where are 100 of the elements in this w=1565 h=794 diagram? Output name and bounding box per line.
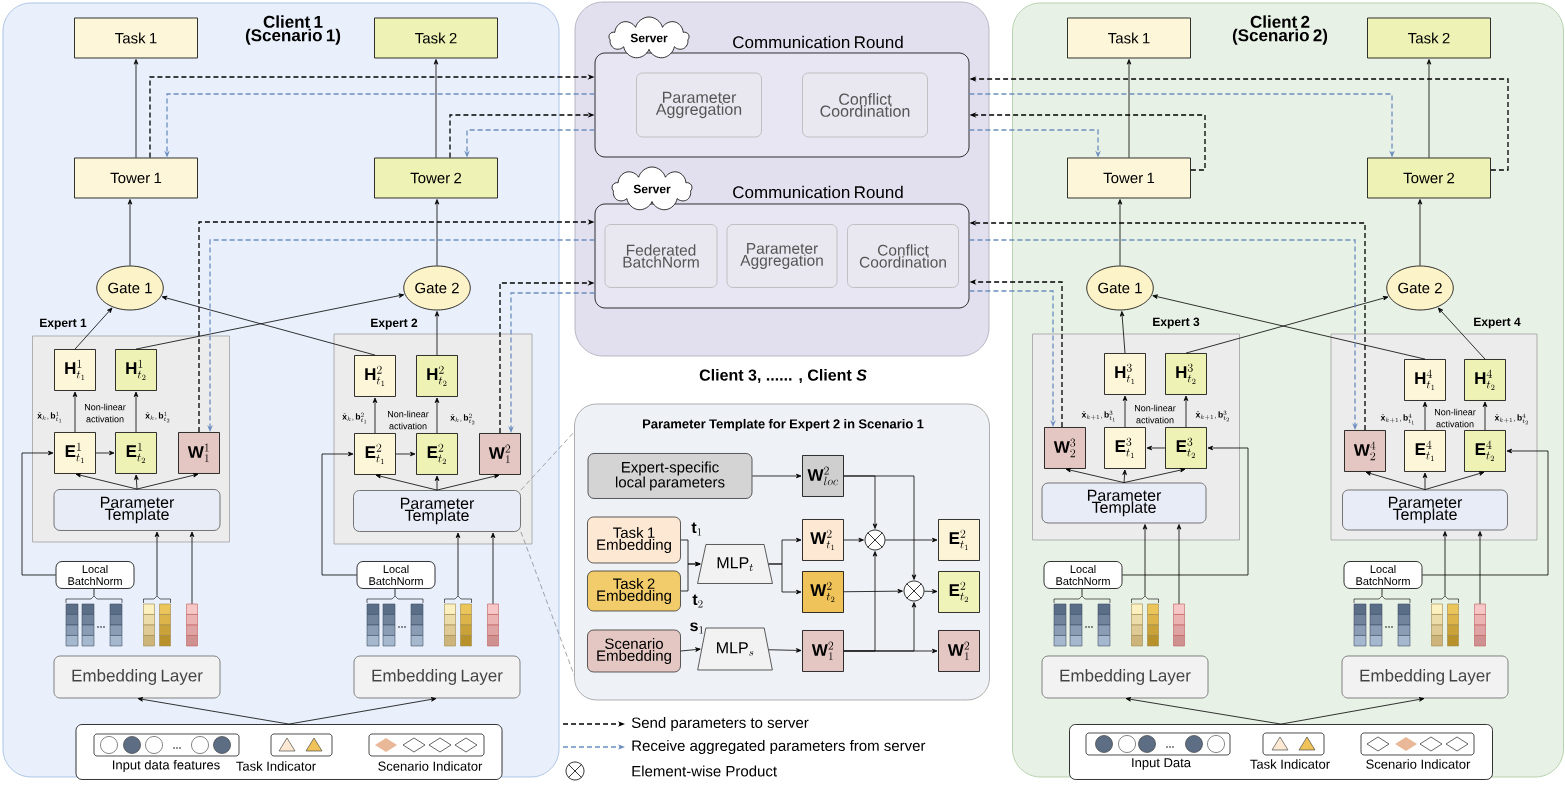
embedding-layer-box: Embedding Layer (353, 655, 521, 699)
task-vectors-drawing (1431, 595, 1459, 647)
embedding-box: $\mathbf{E}^{2}_{t_1}$ (354, 433, 396, 475)
vector-label: $\mathbf{t}_{1}$ (691, 522, 702, 536)
expert-label: Expert 3 (1153, 317, 1200, 329)
arrow (1117, 199, 1123, 266)
arrow (680, 561, 701, 592)
arrow (1280, 697, 1425, 725)
weight-box: ${\mathbf{W}}^{2}_{1}$ (938, 630, 980, 672)
arrow (433, 59, 439, 158)
arrow (375, 474, 438, 491)
embedding-layer-box: Embedding Layer (1041, 655, 1209, 699)
arrow (1119, 311, 1126, 354)
arrow (372, 397, 378, 434)
legend-label: Receive aggregated parameters from server (632, 740, 926, 754)
variable-label: $\hat{\mathbf{x}}_{k+1}, \mathbf{b}^{3}_{t_1}$ (1081, 410, 1115, 422)
arrow (154, 531, 160, 597)
expert-label: Expert 2 (371, 318, 418, 330)
arrow (843, 475, 917, 580)
indicator-label: Task Indicator (1250, 759, 1330, 769)
arrow (133, 391, 139, 433)
arrow (395, 451, 416, 457)
embedding-box: $\mathbf{E}^{2}_{t_2}$ (416, 433, 458, 475)
arrow (843, 537, 864, 543)
product-symbol (864, 529, 886, 551)
arrow (1152, 294, 1426, 360)
embedding-box: $\mathbf{E}^{3}_{t_1}$ (1104, 427, 1146, 469)
arrow (924, 589, 938, 594)
variable-label: $\hat{\mathbf{x}}_{k}, \mathbf{b}^{1}_{t_1}$ (37, 411, 62, 423)
arrow (137, 697, 290, 725)
arrow (434, 199, 440, 266)
feature-vectors-drawing (1353, 595, 1411, 647)
function-box: Conflict Coordination (847, 224, 959, 288)
arrow (885, 537, 938, 543)
arrow (72, 391, 78, 433)
weight-box: $\mathbf{W}^{1}_{1}$ (178, 432, 220, 474)
arrow (455, 532, 461, 597)
indicator-label: Scenario Indicator (1366, 759, 1471, 769)
embedding-box: $\mathbf{E}_{t_2}^{2}$ (938, 571, 980, 613)
arrow (127, 199, 133, 266)
expert-label: Expert 4 (1474, 317, 1521, 329)
product-symbol (903, 580, 925, 602)
arrow (136, 473, 199, 490)
client-label: Client 3, ...... , Client S (699, 368, 867, 384)
arrow (1477, 531, 1483, 605)
leader-line (520, 431, 575, 491)
activation-label: Non-linear activation (1435, 408, 1476, 428)
scenario-vector-drawing (1474, 603, 1486, 647)
arrow (436, 474, 500, 491)
embedding-box: $\mathbf{E}^{3}_{t_2}$ (1165, 427, 1207, 469)
hidden-state-box: $\mathbf{H}^{3}_{t_1}$ (1104, 353, 1146, 395)
embedding-box: $\mathbf{E}^{1}_{t_2}$ (115, 432, 157, 474)
arrow (768, 563, 802, 595)
embedding-input-box: Scenario Embedding (587, 629, 681, 673)
arrow (1065, 468, 1125, 483)
scenario-vector-drawing (487, 603, 499, 647)
weight-box: $\mathbf{W}^{2}_{1}$ (479, 433, 521, 475)
template-box: Parameter Template (1342, 489, 1508, 531)
template-box: Parameter Template (53, 489, 221, 531)
arrow (1442, 531, 1448, 597)
arrow (1123, 467, 1186, 483)
hidden-state-box: $\mathbf{H}^{2}_{t_2}$ (416, 355, 458, 397)
arrow (1183, 395, 1189, 428)
round-title: Communication Round (733, 185, 903, 199)
arrow (1422, 448, 1549, 576)
arrow (434, 475, 440, 491)
embedding-input-box: Task 1 Embedding (587, 516, 681, 564)
arrow (161, 295, 376, 356)
batchnorm-box: Local BatchNorm (1043, 561, 1123, 589)
tower-box: Tower 2 (374, 157, 498, 199)
arrow (434, 397, 440, 434)
embedding-box: $\mathbf{E}^{4}_{t_2}$ (1464, 430, 1506, 472)
legend-label: Element-wise Product (632, 765, 777, 777)
feature-vectors-drawing (65, 595, 123, 647)
embedding-layer-box: Embedding Layer (1341, 655, 1509, 699)
weight-box: $\mathbf{W}^{2}_{t_2}$ (802, 571, 844, 613)
arrow (1424, 471, 1485, 490)
arrow (21, 450, 56, 576)
arrow (768, 648, 802, 653)
connector (394, 588, 396, 597)
batchnorm-box: Local BatchNorm (1343, 561, 1423, 589)
panel-title: Client 2 (Scenario 2) (1232, 15, 1328, 45)
task-box: Task 1 (1067, 17, 1191, 59)
variable-label: $\hat{\mathbf{x}}_{k+1}, \mathbf{b}^{3}_{t_2}$ (1195, 410, 1229, 422)
arrow (75, 473, 138, 490)
server-cloud: Server (611, 166, 693, 211)
arrow (1122, 469, 1127, 483)
arrow (135, 293, 405, 350)
embedding-box: $\mathbf{E}^{1}_{t_1}$ (54, 432, 96, 474)
arrow (1417, 199, 1423, 266)
arrow (1122, 395, 1128, 428)
arrow (189, 531, 195, 605)
function-box: Federated BatchNorm (604, 224, 718, 288)
variable-label: $\hat{\mathbf{x}}_{k+1}, \mathbf{b}^{4}_{t_2}$ (1494, 413, 1528, 425)
panel-title: Client 1 (Scenario 1) (245, 15, 341, 45)
arrow (1122, 445, 1249, 576)
arrow (95, 450, 115, 456)
task-vectors-drawing (444, 595, 472, 647)
feature-vectors-drawing (1053, 595, 1111, 647)
template-box: Parameter Template (1041, 482, 1207, 524)
